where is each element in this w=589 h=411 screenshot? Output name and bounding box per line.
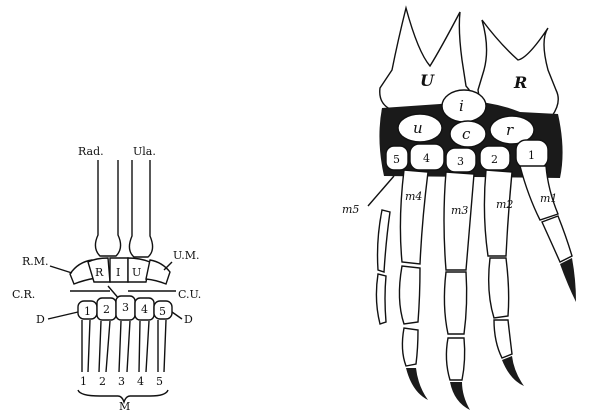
cr-label: C.R. <box>12 288 35 301</box>
digit-2-claw <box>502 356 524 386</box>
cu-label: C.U. <box>178 288 201 301</box>
m5-pointer <box>368 176 394 206</box>
digit-3-claw <box>450 382 470 410</box>
digit-4-phalanx-2 <box>402 328 418 366</box>
ulnar-marginal-bone <box>146 260 170 284</box>
distal-carpal-5-label: 5 <box>159 305 166 318</box>
digit-3-phalanx-2 <box>446 338 464 380</box>
carpal-5-label: 5 <box>393 153 400 166</box>
carpal-I-label: I <box>116 266 120 279</box>
carpal-U-label: U <box>132 266 141 279</box>
distal-carpal-2-label: 2 <box>103 303 110 316</box>
digit-4-claw <box>406 368 428 400</box>
digit-4 <box>399 170 428 400</box>
metacarpal-1-label: 1 <box>80 375 87 388</box>
metacarpal-4 <box>139 321 149 372</box>
d-left-label: D <box>36 313 45 326</box>
m1-label: m1 <box>540 192 557 205</box>
ulna-drawing-label: U <box>420 71 435 90</box>
m3-label: m3 <box>451 204 468 217</box>
carpal-1-label: 1 <box>528 149 535 162</box>
digit-1-claw <box>560 258 576 302</box>
radius-label: Rad. <box>78 145 104 158</box>
digit-1-phalanx-1 <box>542 216 572 262</box>
metacarpal-1 <box>82 320 90 372</box>
metacarpal-4-label: 4 <box>137 375 144 388</box>
d-left-pointer <box>48 312 78 319</box>
distal-carpal-4-label: 4 <box>141 303 148 316</box>
carpal-c-label: c <box>462 125 471 143</box>
distal-carpal-row: 1 2 3 4 5 <box>78 296 172 320</box>
carpal-4-label: 4 <box>423 152 430 165</box>
metacarpal-3 <box>119 321 130 372</box>
metacarpal-2-label: 2 <box>99 375 106 388</box>
m4-label: m4 <box>405 190 422 203</box>
metacarpal-5 <box>158 320 166 372</box>
d-right-label: D <box>184 313 193 326</box>
um-label: U.M. <box>173 249 200 262</box>
digit-3-phalanx-1 <box>444 272 466 334</box>
carpal-2-label: 2 <box>491 153 498 166</box>
metacarpal-5-label: 5 <box>156 375 163 388</box>
rm-pointer <box>50 266 72 273</box>
radius-bone <box>95 160 120 256</box>
digit-1 <box>520 166 576 302</box>
radius-drawing <box>478 20 558 116</box>
m5-label: m5 <box>342 203 359 216</box>
schematic-carpus-diagram: Rad. Ula. R I U R.M. U.M. C.R. C.U. 1 2 <box>12 145 201 411</box>
metacarpus-label: M <box>119 400 130 411</box>
metacarpal-iii <box>444 172 474 270</box>
carpal-r-label: r <box>506 121 514 139</box>
carpal-R-label: R <box>95 266 104 279</box>
distal-carpal-3-label: 3 <box>122 301 129 314</box>
metacarpal-ii <box>484 170 512 256</box>
metacarpal-iv <box>400 170 428 264</box>
skeletal-forefoot-drawing: U R i u c r 5 4 3 2 1 m5 <box>342 8 576 410</box>
digit-4-phalanx-1 <box>399 266 420 324</box>
metacarpal-3-label: 3 <box>118 375 125 388</box>
d-right-pointer <box>172 312 182 319</box>
carpal-3-label: 3 <box>457 155 464 168</box>
digit-2-phalanx-2 <box>494 320 512 358</box>
carpal-i <box>442 90 486 122</box>
ulna-label: Ula. <box>133 145 156 158</box>
ulna-bone <box>129 160 152 257</box>
metacarpal-shafts <box>82 320 166 372</box>
metacarpal-2 <box>99 321 110 372</box>
digit-5 <box>376 210 390 324</box>
m2-label: m2 <box>496 198 513 211</box>
digit-5-bone <box>378 210 391 272</box>
carpal-u-label: u <box>413 119 423 137</box>
rm-label: R.M. <box>22 255 49 268</box>
digit-5-phalanx <box>376 274 386 324</box>
distal-carpal-1-label: 1 <box>84 305 91 318</box>
digit-2-phalanx-1 <box>489 258 509 318</box>
carpal-i-label: i <box>459 97 464 115</box>
radius-drawing-label: R <box>513 73 527 92</box>
